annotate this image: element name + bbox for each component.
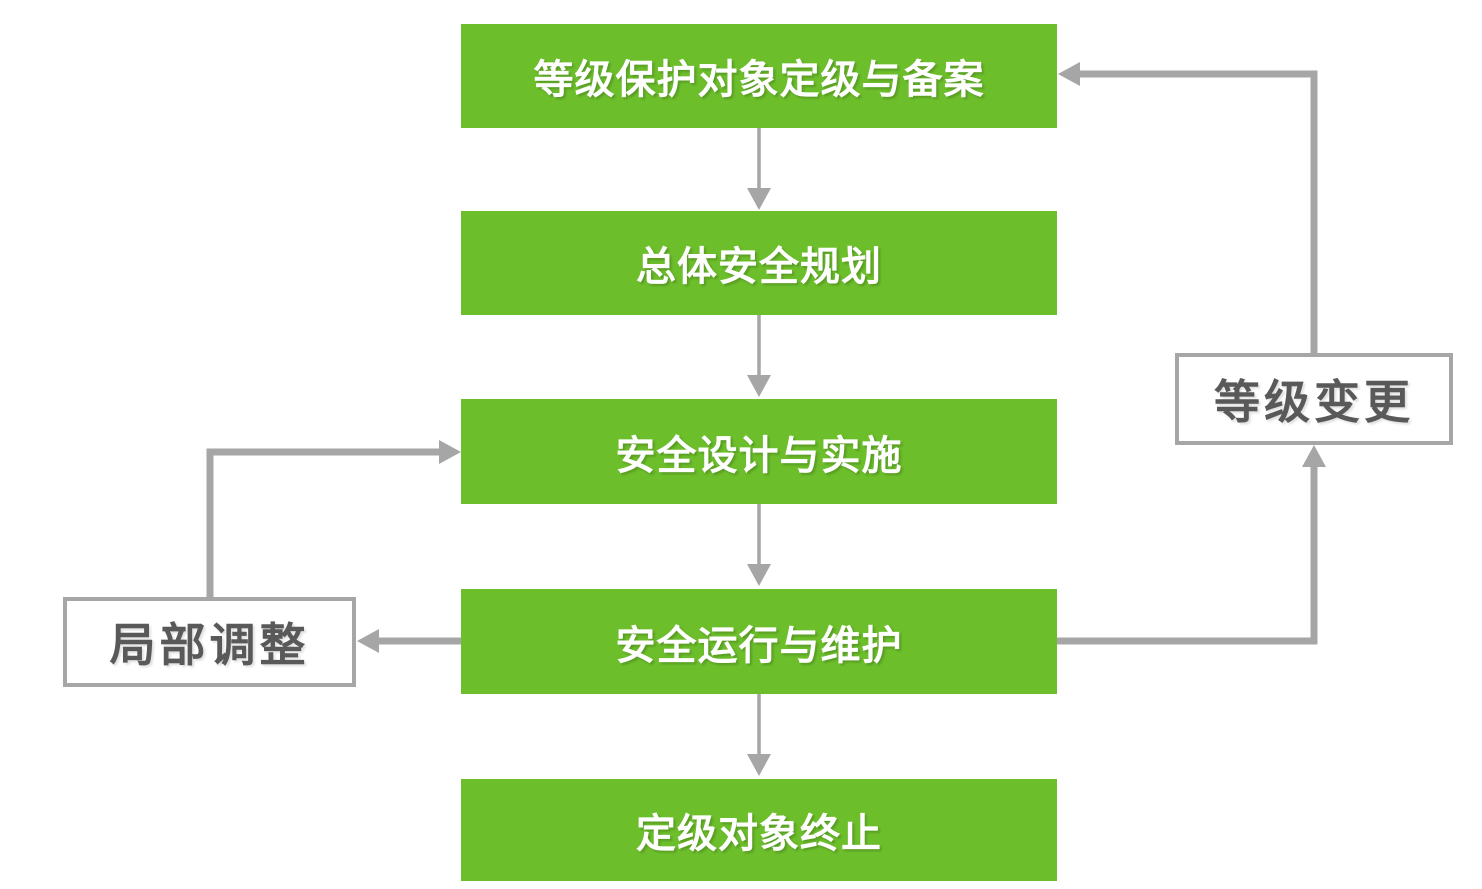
side-box-partial-adjustment: 局部调整: [63, 597, 356, 687]
arrow-operation-to-partial-adjust: [357, 629, 461, 653]
arrow-down-3: [747, 504, 771, 586]
arrow-down-4: [747, 694, 771, 776]
flow-box-object-termination: 定级对象终止: [461, 779, 1057, 881]
arrow-down-1: [747, 128, 771, 210]
arrow-operation-to-level-change: [1057, 445, 1326, 645]
flow-box-grading-filing: 等级保护对象定级与备案: [461, 24, 1057, 128]
arrow-down-2: [747, 315, 771, 397]
side-box-level-change: 等级变更: [1175, 353, 1453, 445]
arrow-partial-adjust-to-design: [206, 440, 461, 597]
flow-box-operation-maintenance: 安全运行与维护: [461, 589, 1057, 694]
flow-box-design-implementation: 安全设计与实施: [461, 399, 1057, 504]
flow-box-overall-planning: 总体安全规划: [461, 211, 1057, 315]
arrow-level-change-to-grading: [1058, 62, 1318, 353]
